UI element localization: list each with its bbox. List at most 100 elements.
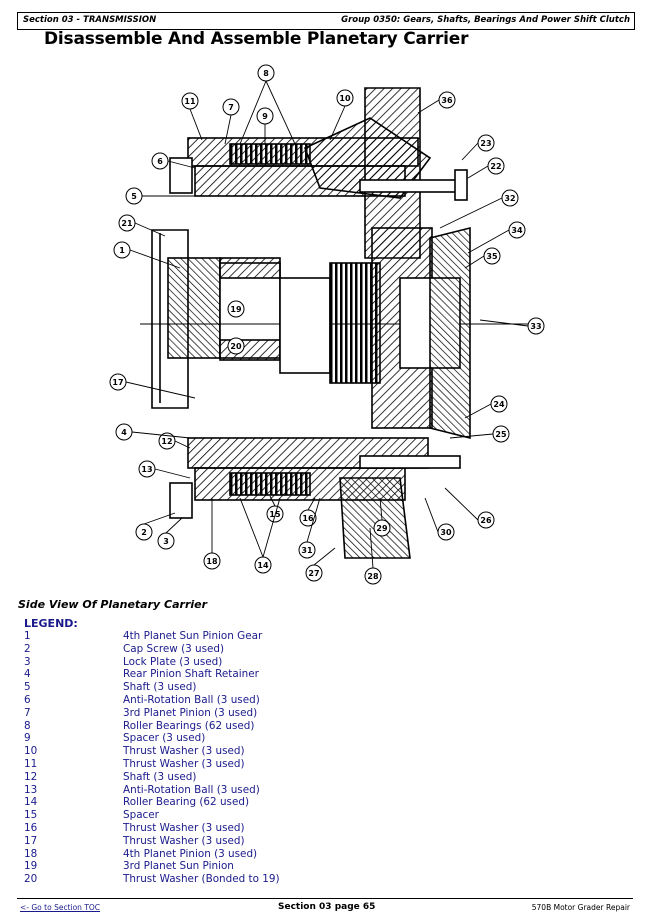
- callout-19: 19: [227, 300, 245, 318]
- svg-text:29: 29: [376, 524, 388, 533]
- callout-6: 6: [151, 152, 169, 170]
- callout-32: 32: [501, 189, 519, 207]
- callout-4: 4: [115, 423, 133, 441]
- callout-26: 26: [477, 511, 495, 529]
- callout-9: 9: [256, 107, 274, 125]
- svg-text:12: 12: [161, 437, 172, 446]
- callout-5: 5: [125, 187, 143, 205]
- document-title: 570B Motor Grader Repair: [531, 903, 630, 912]
- footer-divider: [17, 898, 633, 899]
- svg-text:32: 32: [504, 194, 515, 203]
- svg-text:24: 24: [493, 400, 505, 409]
- svg-text:33: 33: [530, 322, 541, 331]
- svg-text:28: 28: [367, 572, 379, 581]
- svg-text:5: 5: [131, 192, 137, 201]
- page-header: Section 03 - TRANSMISSION Group 0350: Ge…: [17, 12, 635, 30]
- callout-25: 25: [492, 425, 510, 443]
- svg-text:19: 19: [230, 305, 242, 314]
- group-label: Group 0350: Gears, Shafts, Bearings And …: [341, 15, 630, 25]
- callout-34: 34: [508, 221, 526, 239]
- callout-35: 35: [483, 247, 501, 265]
- svg-text:6: 6: [157, 157, 163, 166]
- svg-text:3: 3: [163, 537, 169, 546]
- callout-8: 8: [257, 64, 275, 82]
- callout-31: 31: [298, 541, 316, 559]
- svg-text:26: 26: [480, 516, 492, 525]
- page-title: Disassemble And Assemble Planetary Carri…: [44, 29, 469, 49]
- go-to-section-toc-link[interactable]: <- Go to Section TOC: [20, 903, 101, 912]
- callout-17: 17: [109, 373, 127, 391]
- svg-text:27: 27: [308, 569, 319, 578]
- svg-text:20: 20: [230, 342, 242, 351]
- callout-18: 18: [203, 552, 221, 570]
- svg-text:25: 25: [495, 430, 507, 439]
- callout-3: 3: [157, 532, 175, 550]
- callout-10: 10: [336, 89, 354, 107]
- svg-text:1: 1: [119, 246, 125, 255]
- callout-1: 1: [113, 241, 131, 259]
- callout-33: 33: [527, 317, 545, 335]
- svg-text:2: 2: [141, 528, 147, 537]
- svg-text:8: 8: [263, 69, 269, 78]
- callout-29: 29: [373, 519, 391, 537]
- svg-text:16: 16: [302, 514, 314, 523]
- callout-22: 22: [487, 157, 505, 175]
- page-number: Section 03 page 65: [278, 902, 376, 912]
- callout-13: 13: [138, 460, 156, 478]
- callout-16: 16: [299, 509, 317, 527]
- svg-text:7: 7: [228, 103, 234, 112]
- callout-7: 7: [222, 98, 240, 116]
- svg-text:35: 35: [486, 252, 498, 261]
- svg-text:36: 36: [441, 96, 453, 105]
- callout-28: 28: [364, 567, 382, 585]
- svg-text:22: 22: [490, 162, 501, 171]
- svg-text:9: 9: [262, 112, 268, 121]
- svg-text:10: 10: [339, 94, 351, 103]
- callout-24: 24: [490, 395, 508, 413]
- callout-36: 36: [438, 91, 456, 109]
- section-label: Section 03 - TRANSMISSION: [23, 15, 157, 25]
- planetary-carrier-diagram: 1 2 3 4 5 6 7 8 9 10 11 12 13 14 15 16 1…: [100, 58, 550, 588]
- svg-text:17: 17: [112, 378, 123, 387]
- callout-23: 23: [477, 134, 495, 152]
- legend-heading: LEGEND:: [24, 617, 78, 630]
- svg-text:14: 14: [257, 561, 269, 570]
- svg-text:18: 18: [206, 557, 218, 566]
- svg-text:31: 31: [301, 546, 313, 555]
- svg-text:13: 13: [141, 465, 152, 474]
- figure-caption: Side View Of Planetary Carrier: [18, 598, 208, 611]
- svg-text:4: 4: [121, 428, 127, 437]
- callout-14: 14: [254, 556, 272, 574]
- svg-text:23: 23: [480, 139, 491, 148]
- callout-11: 11: [181, 92, 199, 110]
- callout-21: 21: [118, 214, 136, 232]
- callout-20: 20: [227, 337, 245, 355]
- callout-30: 30: [437, 523, 455, 541]
- svg-text:21: 21: [121, 219, 133, 228]
- callout-2: 2: [135, 523, 153, 541]
- svg-text:34: 34: [511, 226, 523, 235]
- callout-27: 27: [305, 564, 323, 582]
- svg-text:30: 30: [440, 528, 452, 537]
